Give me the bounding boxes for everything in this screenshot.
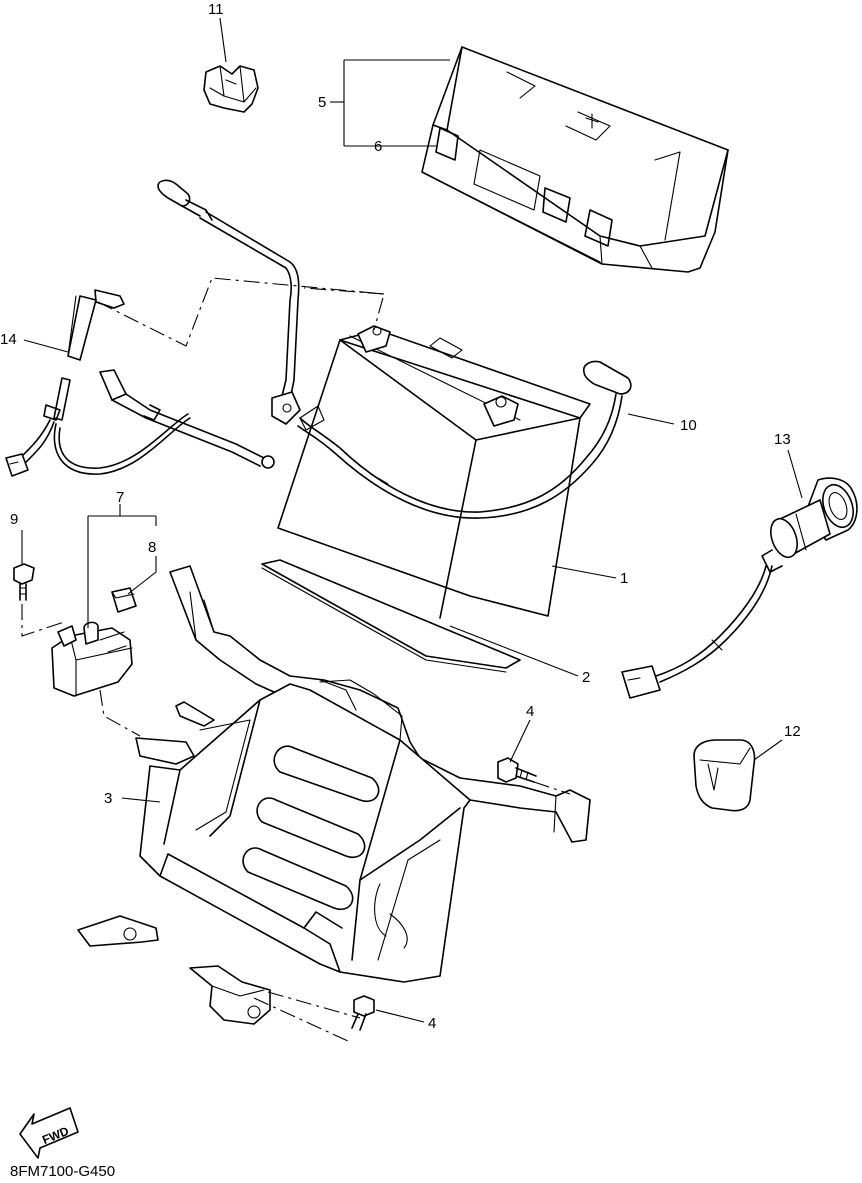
fwd-arrow-icon: FWD [19,1107,79,1159]
wire-harness-part-14 [5,289,275,477]
accessory-socket-part-13 [621,477,858,699]
callout-labels: 1 2 3 4 4 5 6 7 8 9 10 11 12 13 14 [0,1,801,1032]
callout-12: 12 [784,723,801,740]
callout-13: 13 [774,431,791,448]
callout-9: 9 [10,511,18,528]
fuse-part-8 [111,587,137,613]
callout-7: 7 [116,489,124,506]
battery-part-1 [277,325,591,619]
callout-5: 5 [318,94,326,111]
cover-part-12 [693,739,756,812]
callout-1: 1 [620,570,628,587]
bolt-part-4-upper [497,757,537,783]
battery-cover [421,46,729,273]
callout-3: 3 [104,790,112,807]
callout-10: 10 [680,417,697,434]
relay-part-7 [51,621,133,697]
callout-14: 14 [0,331,17,348]
assembly-lines [21,277,571,1043]
leader-lines [21,17,803,1023]
positive-lead-part-10 [297,360,632,519]
callout-4-upper: 4 [526,703,534,720]
drawing-code: 8FM7100-G450 [10,1163,115,1180]
bolt-part-9 [13,563,35,601]
callout-8: 8 [148,539,156,556]
battery-box-part-3 [77,565,591,1025]
callout-6: 6 [374,138,382,155]
callout-2: 2 [582,669,590,686]
battery-cable [157,179,301,425]
callout-4-lower: 4 [428,1015,436,1032]
bolt-part-4-lower [351,995,375,1031]
clip-part-11 [203,65,259,113]
callout-11: 11 [208,1,224,18]
battery-pad-part-2 [261,559,521,673]
